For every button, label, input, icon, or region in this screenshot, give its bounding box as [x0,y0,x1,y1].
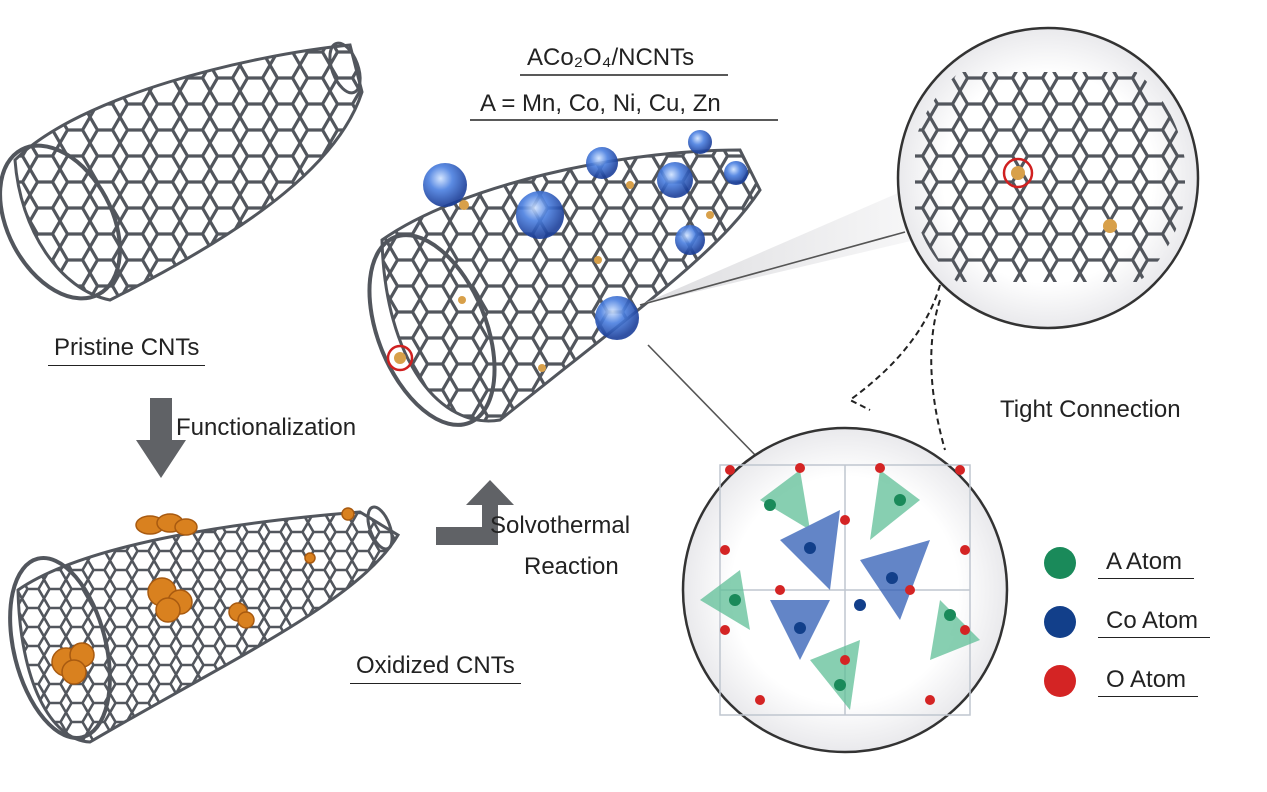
nanoparticles [423,130,748,340]
oxidized-cnt-illustration [8,505,401,744]
a-atom-swatch [1044,547,1076,579]
functionalization-label: Functionalization [176,414,357,441]
legend-label: O Atom [1098,666,1199,697]
product-elements-label: A = Mn, Co, Ni, Cu, Zn [480,90,721,117]
product-formula-label: ACo₂O₄/NCNTs [527,44,695,71]
tight-connection-label: Tight Connection [1000,396,1181,423]
down-arrow-icon [136,398,186,478]
solvothermal-label: Solvothermal [490,512,631,539]
oxidized-cnts-label: Oxidized CNTs [350,652,521,684]
spinel-crystal-circle [681,426,1009,754]
aco2o4-ncnt-illustration [367,130,762,427]
dashed-connector [848,284,946,451]
pristine-cnts-label: Pristine CNTs [48,334,206,366]
graphene-zoom-circle [896,26,1200,330]
zoom-beam [640,190,915,305]
oxygen-group-clusters [51,507,355,685]
solvothermal-arrow-icon [436,480,514,545]
n-dopant-atoms [394,181,714,372]
legend-item-co-atom: Co Atom [1044,606,1211,638]
legend-item-o-atom: O Atom [1044,665,1199,697]
co-atom-swatch [1044,606,1076,638]
pristine-cnt-illustration [0,41,364,302]
highlight-ring [386,344,414,372]
legend-item-a-atom: A Atom [1044,547,1195,579]
legend-label: A Atom [1098,548,1195,579]
reaction-label: Reaction [524,553,619,580]
legend-label: Co Atom [1098,607,1211,638]
o-atom-swatch [1044,665,1076,697]
